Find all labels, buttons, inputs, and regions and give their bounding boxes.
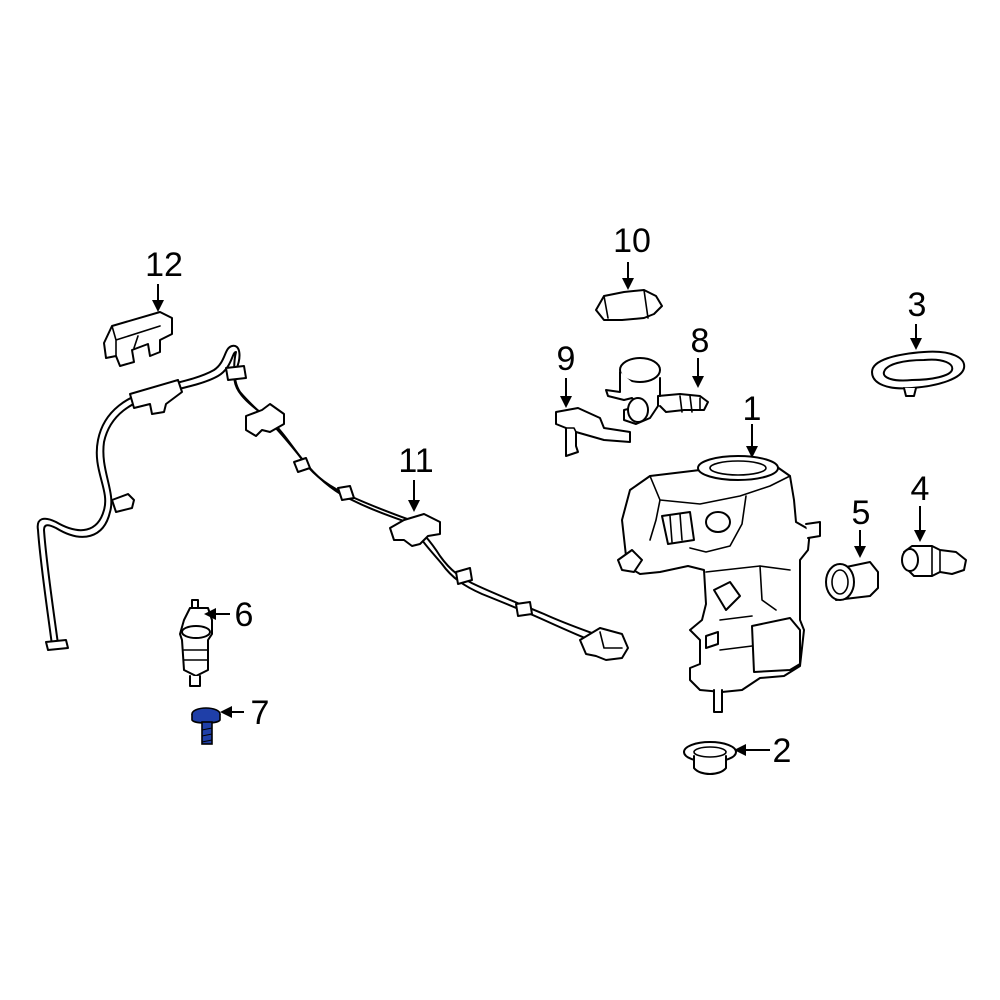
callout-labels: 1 2 3 4 5 6 7 8 9 10 11 12 [145,222,929,770]
callout-6[interactable]: 6 [235,596,254,634]
callout-12[interactable]: 12 [145,246,183,284]
arrowhead-6 [204,608,216,620]
callout-9[interactable]: 9 [557,340,576,378]
callout-5[interactable]: 5 [852,494,871,532]
arrowhead-2 [734,744,746,756]
arrowhead-3 [910,338,922,350]
callout-4[interactable]: 4 [911,470,930,508]
arrowhead-8 [692,376,704,388]
callout-10[interactable]: 10 [613,222,651,260]
callout-7[interactable]: 7 [251,694,270,732]
arrowhead-7 [220,706,232,718]
arrowhead-10 [622,278,634,290]
arrowhead-4 [914,530,926,542]
part-7-bolt[interactable] [191,707,221,745]
part-2-grommet[interactable] [683,741,737,775]
callout-arrows [152,262,926,756]
callout-8[interactable]: 8 [691,322,710,360]
part-8-valve[interactable] [605,357,709,425]
part-5-grommet[interactable] [825,561,879,601]
arrowhead-11 [408,500,420,512]
callout-11[interactable]: 11 [398,442,433,480]
part-1-reservoir[interactable] [617,455,821,713]
arrowhead-5 [854,546,866,558]
arrowhead-1 [746,446,758,458]
callout-2[interactable]: 2 [773,732,792,770]
arrowhead-12 [152,300,164,312]
callout-1[interactable]: 1 [743,390,762,428]
part-6-washer-pump[interactable] [179,599,213,687]
callout-3[interactable]: 3 [908,286,927,324]
part-12-clip[interactable] [103,311,173,367]
part-10-cap[interactable] [595,289,663,321]
part-11-hose-harness[interactable] [36,344,629,661]
part-9-bracket[interactable] [555,407,631,457]
part-3-gasket[interactable] [871,350,966,397]
arrowhead-9 [560,396,572,408]
part-4-sensor[interactable] [901,545,967,577]
